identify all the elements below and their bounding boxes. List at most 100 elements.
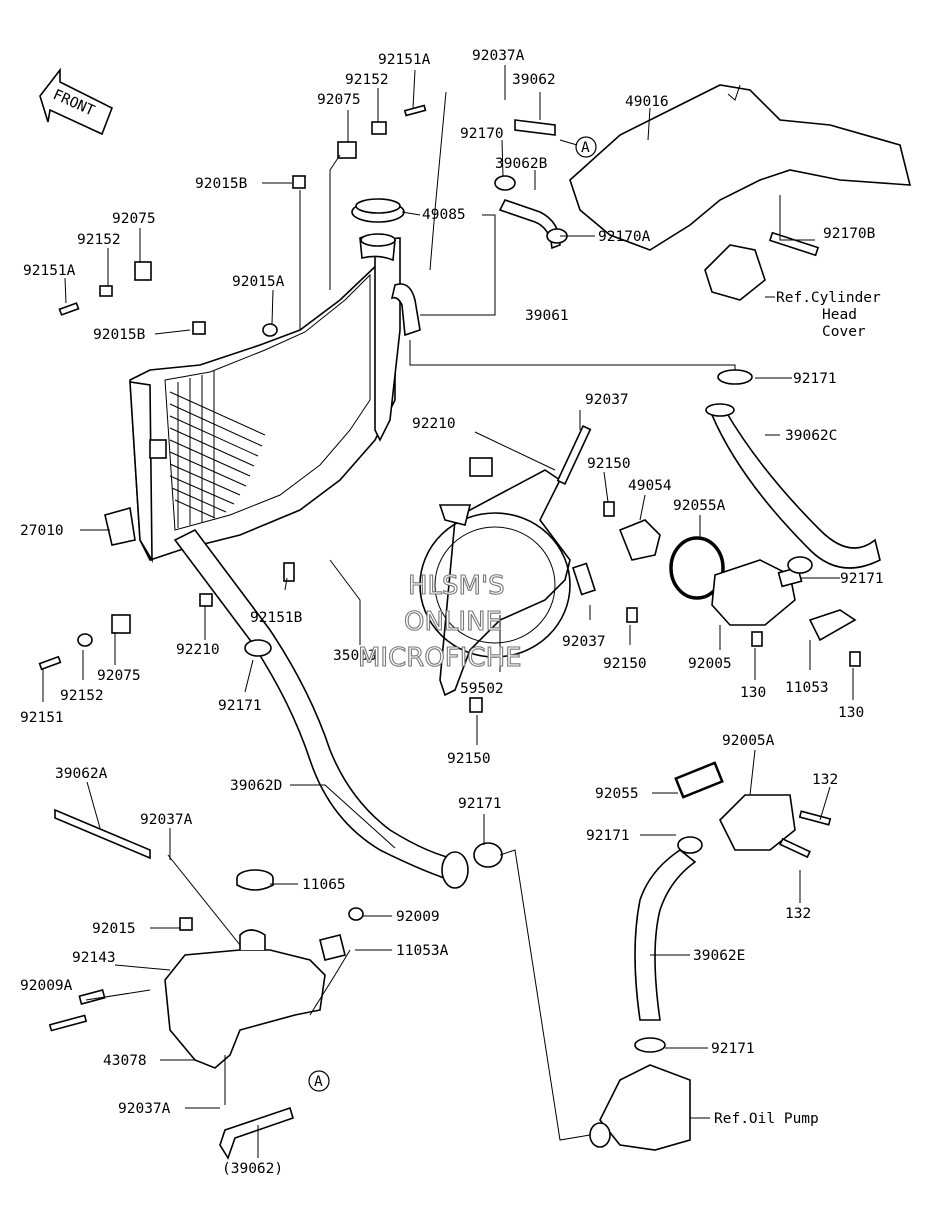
radiator — [129, 233, 401, 563]
label-92151A-top: 92151A — [378, 52, 431, 68]
heat-shield — [569, 84, 912, 251]
label-39062C: 39062C — [785, 428, 837, 444]
cooling-fan — [419, 469, 571, 697]
label-92151B: 92151B — [250, 610, 303, 626]
label-59502: 59502 — [460, 681, 504, 697]
label-92171-r3: 92171 — [586, 828, 630, 844]
label-92150-r1: 92150 — [587, 456, 631, 472]
label-39062-paren: (39062) — [222, 1161, 283, 1177]
hose-39062e — [634, 849, 697, 1021]
front-arrow-icon: FRONT — [39, 67, 114, 136]
hose-39062c — [710, 409, 881, 569]
label-39061: 39061 — [525, 308, 569, 324]
label-27010: 27010 — [20, 523, 64, 539]
label-92170A: 92170A — [598, 229, 651, 245]
label-39062B: 39062B — [495, 156, 548, 172]
watermark-line-2: ONLINE — [404, 607, 502, 637]
label-92171-low: 92171 — [218, 698, 262, 714]
hose-39062b — [498, 199, 561, 250]
upper-hose — [390, 283, 421, 337]
label-130-a: 130 — [740, 685, 766, 701]
label-92005A: 92005A — [722, 733, 775, 749]
hose-clamp — [717, 369, 753, 385]
label-92210-low: 92210 — [176, 642, 220, 658]
label-132-a: 132 — [812, 772, 838, 788]
label-ref-cylinder: Ref.Cylinder — [776, 290, 881, 306]
label-92037-mid: 92037 — [585, 392, 629, 408]
label-11053: 11053 — [785, 680, 829, 696]
label-92150-r2: 92150 — [603, 656, 647, 672]
label-92075-top: 92075 — [317, 92, 361, 108]
label-92037A-mid: 92037A — [140, 812, 193, 828]
hardware-bolts — [38, 104, 861, 1032]
label-92055: 92055 — [595, 786, 639, 802]
label-130-b: 130 — [838, 705, 864, 721]
bracket-11053 — [808, 609, 857, 642]
label-92015: 92015 — [92, 921, 136, 937]
callout-a-bottom-text: A — [314, 1074, 323, 1090]
hose-39062a — [54, 808, 151, 860]
label-92171-mid: 92171 — [458, 796, 502, 812]
label-92210-top: 92210 — [412, 416, 456, 432]
label-43078: 43078 — [103, 1053, 147, 1069]
radiator-cap — [351, 198, 405, 223]
cylinder-head-cover-fitting — [704, 244, 766, 301]
label-92075-low: 92075 — [97, 668, 141, 684]
thermostat — [618, 519, 661, 561]
bracket-11053a — [319, 934, 346, 961]
thermostat-housing — [711, 559, 796, 626]
label-92075-mid: 92075 — [112, 211, 156, 227]
label-11053A: 11053A — [396, 943, 449, 959]
label-39062-top: 39062 — [512, 72, 556, 88]
label-92015A: 92015A — [232, 274, 285, 290]
water-pipe-27010 — [104, 506, 136, 546]
label-39062E: 39062E — [693, 948, 745, 964]
label-ref-cover: Cover — [822, 324, 866, 340]
label-92009: 92009 — [396, 909, 440, 925]
label-92005: 92005 — [688, 656, 732, 672]
callout-a-top-text: A — [581, 140, 590, 156]
label-92150-low: 92150 — [447, 751, 491, 767]
oil-pump-fitting — [599, 1064, 691, 1151]
label-92151A-mid: 92151A — [23, 263, 76, 279]
label-92152-low: 92152 — [60, 688, 104, 704]
label-92170: 92170 — [460, 126, 504, 142]
fan-connector — [469, 457, 493, 477]
label-92037A-top: 92037A — [472, 48, 525, 64]
label-ref-oil-pump: Ref.Oil Pump — [714, 1111, 819, 1127]
label-92015B-top: 92015B — [195, 176, 248, 192]
hose-clamp-mid — [473, 842, 503, 868]
hose-bottom — [219, 1106, 294, 1160]
breather-hose — [514, 119, 556, 136]
label-92143: 92143 — [72, 950, 116, 966]
label-92171-r2: 92171 — [840, 571, 884, 587]
watermark: HLSM'S ONLINE MICROFICHE — [357, 570, 522, 673]
label-132-b: 132 — [785, 906, 811, 922]
watermark-line-3: MICROFICHE — [358, 643, 522, 673]
label-92171-r1: 92171 — [793, 371, 837, 387]
o-ring-92055a — [669, 536, 725, 600]
label-49085: 49085 — [422, 207, 466, 223]
leader-lines — [42, 65, 854, 1158]
label-92152-mid: 92152 — [77, 232, 121, 248]
part-labels: 92151A 92037A 92152 39062 92075 49016 92… — [20, 48, 884, 1177]
label-49054: 49054 — [628, 478, 672, 494]
hose-clamp-lower — [244, 639, 272, 657]
label-92151: 92151 — [20, 710, 64, 726]
callout-a-top: A — [575, 136, 597, 158]
callout-a-bottom: A — [308, 1070, 330, 1092]
label-ref-head: Head — [822, 307, 857, 323]
label-92037A-bot: 92037A — [118, 1101, 171, 1117]
label-92170B: 92170B — [823, 226, 876, 242]
label-92171-bot: 92171 — [711, 1041, 755, 1057]
label-92152-top: 92152 — [345, 72, 389, 88]
label-35063: 35063 — [333, 648, 377, 664]
label-39062A: 39062A — [55, 766, 108, 782]
label-92037-low: 92037 — [562, 634, 606, 650]
label-49016: 49016 — [625, 94, 669, 110]
label-92009A: 92009A — [20, 978, 73, 994]
reservoir-tank — [164, 949, 326, 1069]
label-11065: 11065 — [302, 877, 346, 893]
gasket-92055 — [674, 761, 724, 799]
